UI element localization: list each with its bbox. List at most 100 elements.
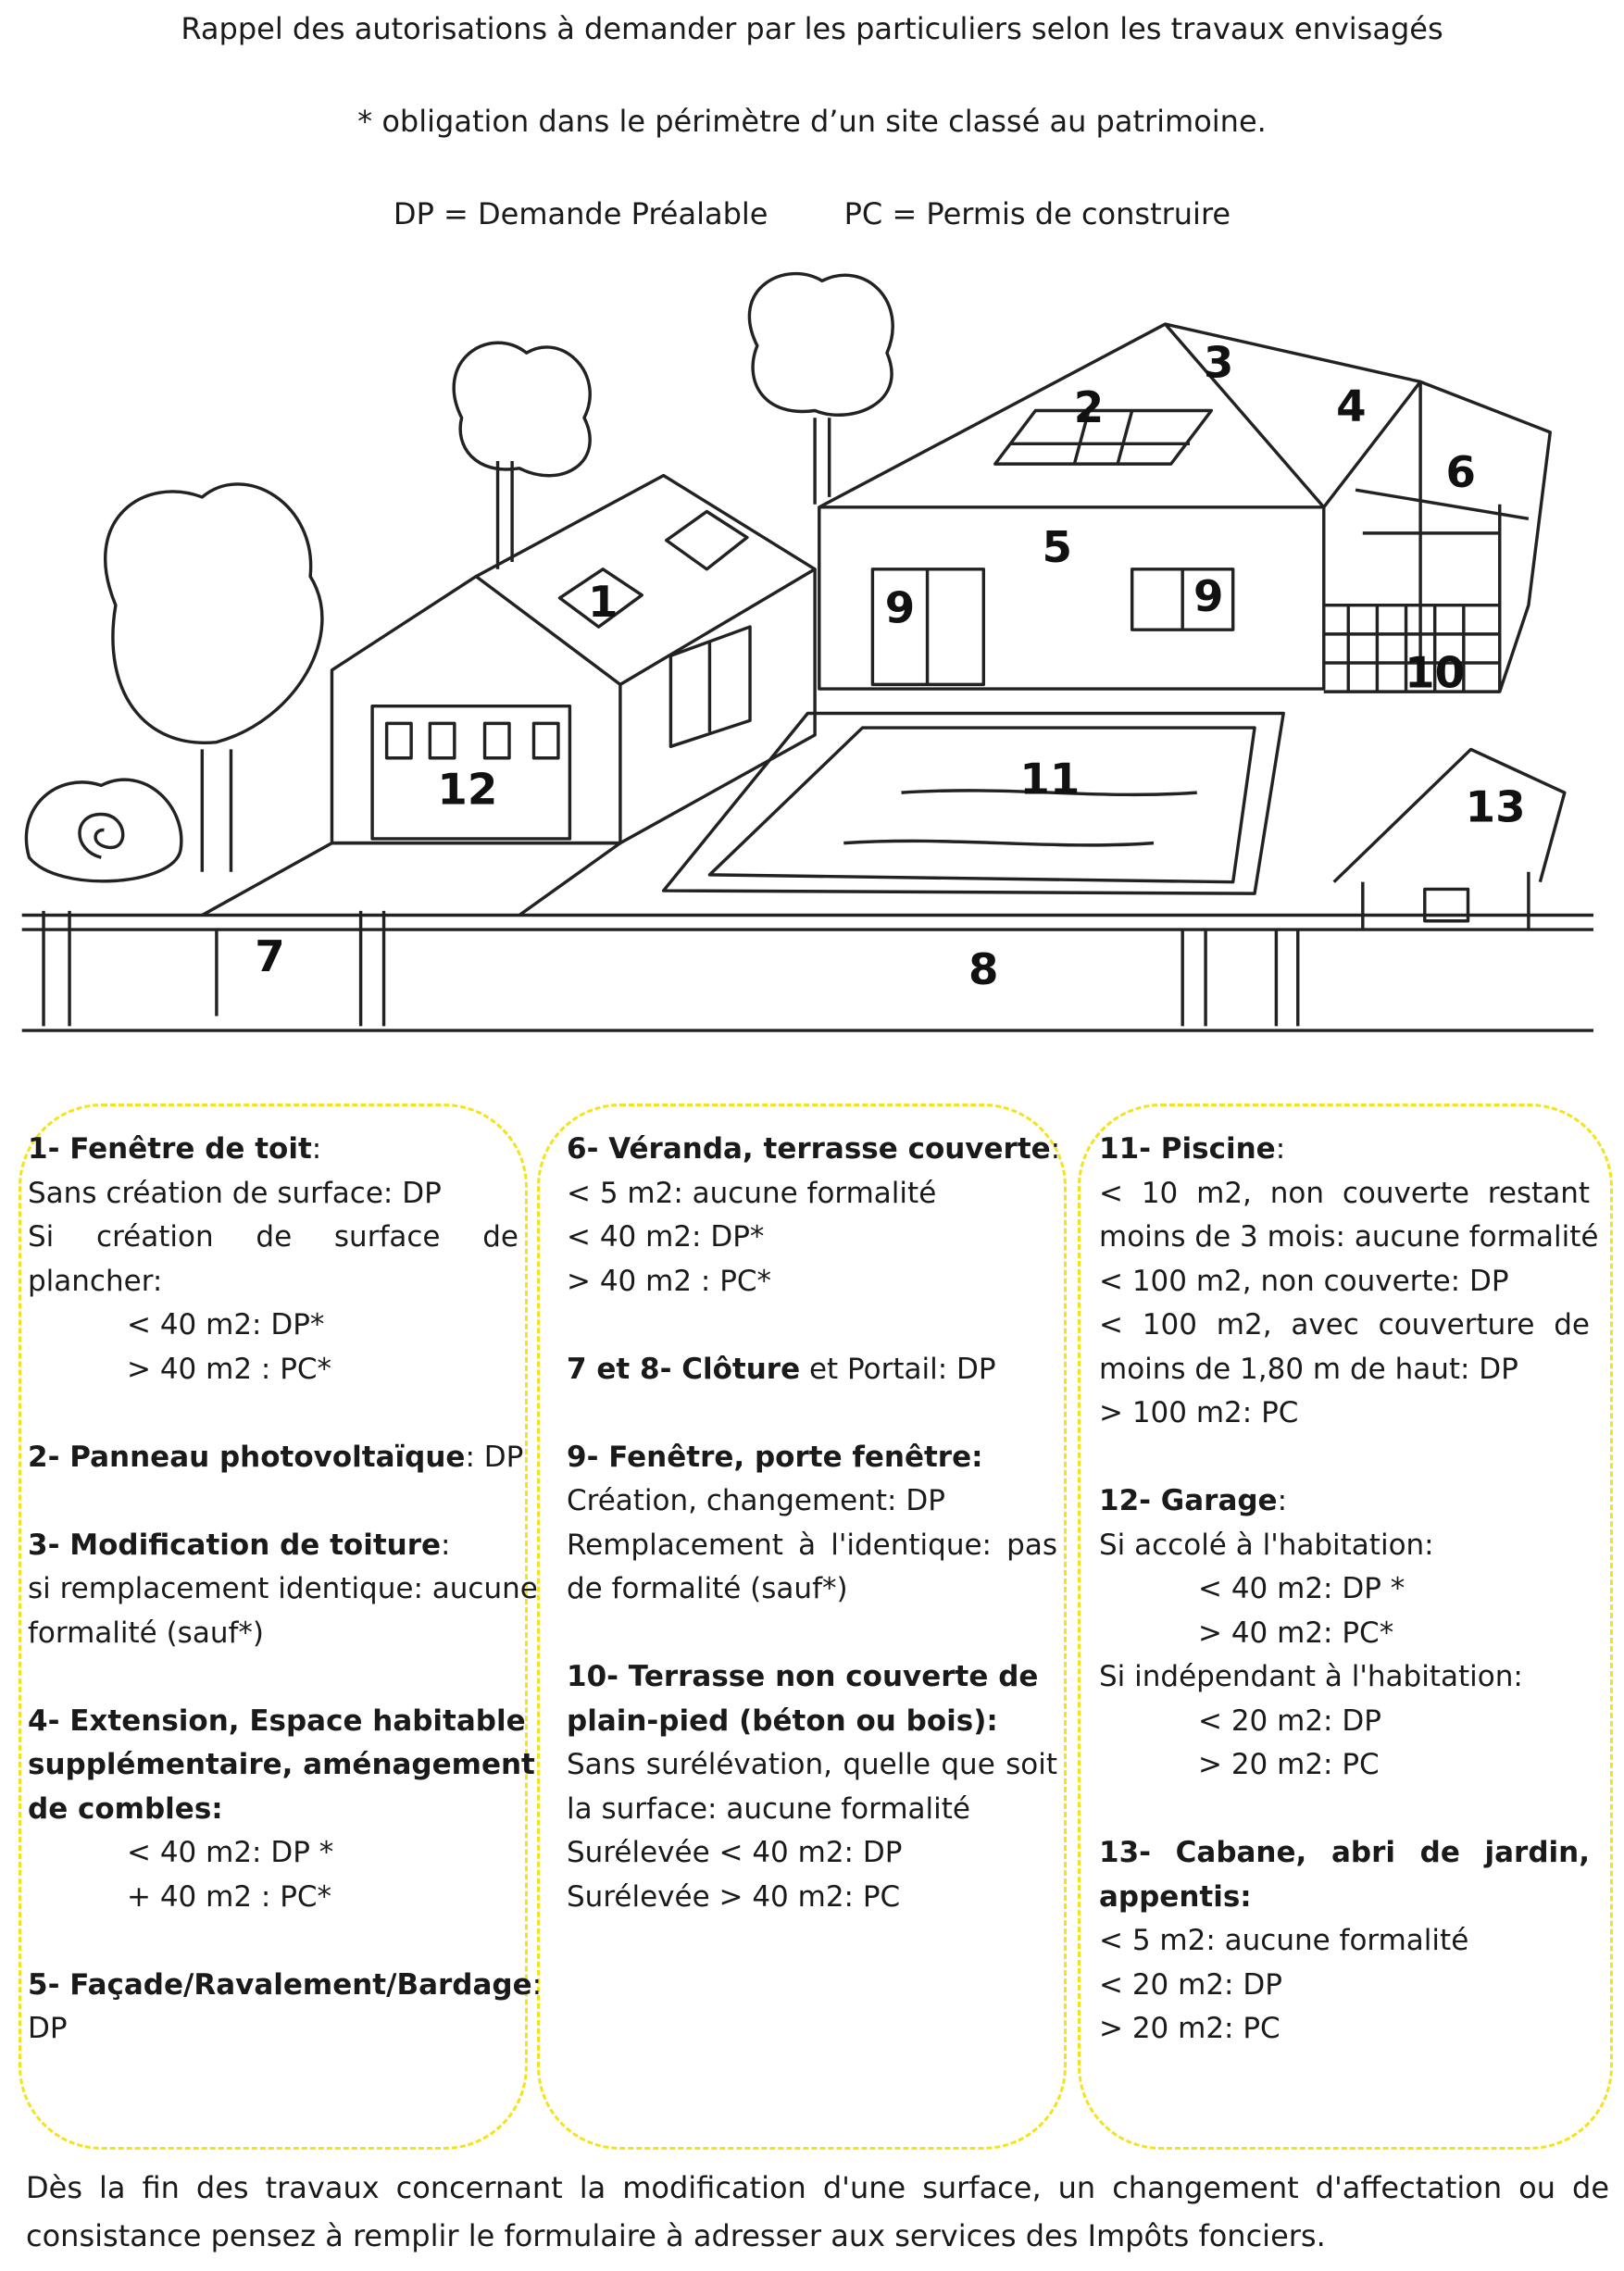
- rule-line: moins de 1,80 m de haut: DP: [1099, 1352, 1518, 1386]
- rule-line: > 20 m2: PC: [1099, 2012, 1280, 2045]
- rule-line: Si accolé à l'habitation:: [1099, 1528, 1434, 1562]
- section-title-suffix: et Portail: DP: [800, 1352, 996, 1386]
- page-title: Rappel des autorisations à demander par …: [181, 11, 1443, 46]
- rule-line: Sans création de surface: DP: [28, 1176, 442, 1210]
- rule-line: Surélevée < 40 m2: DP: [567, 1836, 903, 1869]
- rule-section: 13- Cabane, abri de jardin,appentis: < 5 …: [1099, 1831, 1590, 2052]
- rule-line: Création, changement: DP: [567, 1484, 945, 1517]
- rule-line: formalité (sauf*): [28, 1616, 264, 1650]
- rule-section: 3- Modification de toiture: si remplaceme…: [28, 1524, 538, 1656]
- section-title: 11- Piscine:: [1099, 1128, 1590, 1172]
- label-5: 5: [1042, 523, 1072, 573]
- section-title: 4- Extension, Espace habitable: [28, 1700, 526, 1744]
- rule-line: > 100 m2: PC: [1099, 1396, 1299, 1429]
- rule-section: 6- Véranda, terrasse couverte:< 5 m2: au…: [567, 1128, 1061, 1304]
- garden-shed: [1332, 747, 1567, 930]
- section-title: 10- Terrasse non couverte de: [567, 1655, 1057, 1700]
- tree-back: [747, 271, 894, 505]
- rule-line: < 100 m2, non couverte: DP: [1099, 1264, 1509, 1298]
- abbreviation-legend: DP = Demande Préalable PC = Permis de co…: [0, 196, 1624, 231]
- rule-line: < 40 m2: DP*: [127, 1308, 325, 1341]
- rule-line: < 40 m2: DP *: [1198, 1572, 1405, 1605]
- veranda: [1322, 380, 1552, 693]
- legend-pc: PC = Permis de construire: [843, 196, 1231, 231]
- rule-line: < 100 m2, avec couverture de: [1099, 1308, 1590, 1341]
- section-title-bold: 12- Garage: [1099, 1484, 1278, 1517]
- label-12: 12: [437, 766, 497, 816]
- rule-section: 4- Extension, Espace habitable supplément…: [28, 1700, 535, 1920]
- section-title: 2- Panneau photovoltaïque: DP: [28, 1436, 523, 1480]
- rule-line: Si indépendant à l'habitation:: [1099, 1660, 1523, 1693]
- tree-middle: [452, 341, 592, 569]
- rule-line: Si création de surface de: [28, 1220, 518, 1254]
- rule-line: de combles:: [28, 1791, 223, 1826]
- label-8: 8: [968, 945, 999, 995]
- section-title: 3- Modification de toiture:: [28, 1524, 518, 1568]
- rule-line: Surélevée > 40 m2: PC: [567, 1879, 901, 1914]
- rule-section: 5- Façade/Ravalement/Bardage: DP: [28, 1964, 542, 2052]
- label-3: 3: [1204, 339, 1234, 389]
- label-7: 7: [255, 932, 284, 982]
- rule-line: + 40 m2 : PC*: [127, 1879, 332, 1914]
- rule-line: > 40 m2: PC*: [1198, 1616, 1394, 1650]
- label-6: 6: [1445, 448, 1476, 498]
- section-title: 12- Garage:: [1099, 1479, 1590, 1524]
- tree-left: [104, 482, 324, 872]
- rule-line: > 20 m2: PC: [1198, 1748, 1380, 1781]
- section-title-bold: 3- Modification de toiture: [28, 1528, 442, 1562]
- fence-wall: [21, 841, 1593, 1032]
- footer-line-2: consistance pensez à remplir le formulai…: [26, 2218, 1326, 2253]
- rule-line: la surface: aucune formalité: [567, 1791, 970, 1826]
- rule-line: de formalité (sauf*): [567, 1572, 848, 1605]
- section-title-suffix: :: [1277, 1484, 1288, 1517]
- rule-line: > 40 m2 : PC*: [567, 1264, 772, 1298]
- section-title-suffix: :: [1050, 1132, 1061, 1166]
- section-title: 1- Fenêtre de toit:: [28, 1128, 518, 1172]
- label-11: 11: [1019, 755, 1080, 805]
- info-box-middle: [537, 1104, 1067, 2150]
- section-title: 7 et 8- Clôture et Portail: DP: [567, 1348, 1057, 1392]
- rule-line: < 20 m2: DP: [1099, 1967, 1282, 2002]
- section-title-suffix: :: [531, 1967, 543, 2002]
- column-left: 1- Fenêtre de toit: Sans création de surf…: [28, 1128, 542, 2095]
- footer-line-1: Dès la fin des travaux concernant la mod…: [26, 2170, 1609, 2205]
- rule-section: 1- Fenêtre de toit: Sans création de surf…: [28, 1128, 518, 1391]
- info-box-right: [1078, 1104, 1613, 2150]
- column-middle: 6- Véranda, terrasse couverte:< 5 m2: au…: [567, 1128, 1061, 1964]
- rule-section: 9- Fenêtre, porte fenêtre:Création, chan…: [567, 1436, 1057, 1612]
- section-title-bold: 7 et 8- Clôture: [567, 1352, 801, 1386]
- rule-line: si remplacement identique: aucune: [28, 1572, 538, 1605]
- section-title-bold: 5- Façade/Ravalement/Bardage: [28, 1967, 532, 2002]
- column-right: 11- Piscine: < 10 m2, non couverte restan…: [1099, 1128, 1598, 2095]
- rule-line: < 5 m2: aucune formalité: [1099, 1924, 1469, 1957]
- rule-section: 12- Garage: Si accolé à l'habitation: < 40…: [1099, 1479, 1590, 1788]
- section-title-suffix: :: [441, 1528, 451, 1562]
- rule-line: > 40 m2 : PC*: [127, 1352, 332, 1386]
- rule-line: < 40 m2: DP *: [127, 1836, 334, 1869]
- section-title: 5- Façade/Ravalement/Bardage:: [28, 1964, 542, 2008]
- label-9: 9: [885, 583, 916, 633]
- rule-line: < 10 m2, non couverte restant: [1099, 1176, 1590, 1210]
- label-2: 2: [1074, 383, 1105, 433]
- section-title-suffix: : DP: [465, 1440, 524, 1474]
- garage: [330, 473, 817, 845]
- rule-line: DP: [28, 2012, 68, 2045]
- bush: [24, 778, 183, 883]
- label-13: 13: [1466, 782, 1526, 832]
- section-title-suffix: :: [1275, 1132, 1286, 1166]
- pool: [661, 711, 1285, 895]
- heritage-note: * obligation dans le périmètre d’un site…: [357, 104, 1267, 139]
- section-title: 13- Cabane, abri de jardin,: [1099, 1831, 1590, 1876]
- label-9: 9: [1193, 572, 1224, 622]
- rule-section: 2- Panneau photovoltaïque: DP: [28, 1436, 523, 1480]
- section-title-bold: 1- Fenêtre de toit: [28, 1132, 312, 1166]
- section-title-bold: 4- Extension, Espace habitable: [28, 1703, 526, 1738]
- rule-section: 7 et 8- Clôture et Portail: DP: [567, 1348, 1057, 1392]
- rule-line: appentis:: [1099, 1879, 1252, 1914]
- rule-line: supplémentaire, aménagement: [28, 1748, 535, 1781]
- section-title-bold: 2- Panneau photovoltaïque: [28, 1440, 466, 1474]
- rule-line: < 40 m2: DP*: [567, 1220, 765, 1254]
- section-title-suffix: :: [311, 1132, 322, 1166]
